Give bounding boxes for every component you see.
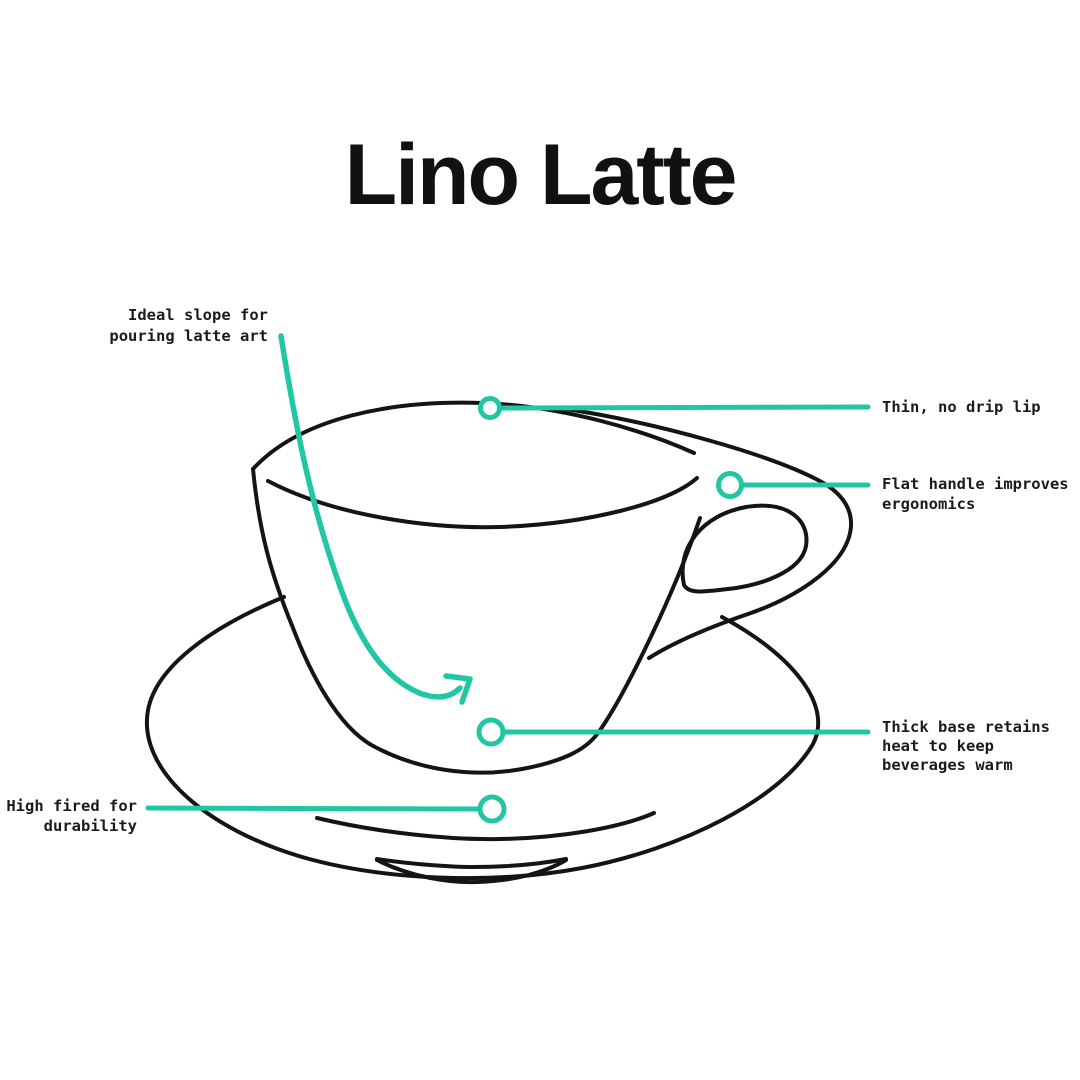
callout-label-base: Thick base retains heat to keep beverage… [882,718,1050,775]
saucer-foot-top [375,857,568,870]
callout-graphics [145,333,871,824]
cup-body-outline [251,467,702,775]
callout-label-line: Ideal slope for [128,306,268,324]
callout-line-fired [145,805,484,812]
cup-handle-outline [558,406,853,660]
callout-marker-handle [716,471,744,499]
slope-arrowhead [443,673,473,705]
callout-label-fired: High fired for durability [6,796,137,836]
callout-label-lip: Thin, no drip lip [882,397,1041,417]
callout-label-slope: Ideal slope for pouring latte art [109,305,268,347]
callout-label-handle: Flat handle improves ergonomics [882,474,1069,514]
cup-handle-hole [680,503,809,594]
page-title: Lino Latte [344,127,738,223]
callout-label-line: heat to keep [882,737,994,755]
callout-label-line: beverages warm [882,756,1013,774]
cup-line-art [144,400,853,885]
callout-label-line: Thick base retains [882,718,1050,736]
callout-marker-base [476,717,506,747]
saucer-inner-rim [315,811,656,842]
saucer-foot-bottom [375,858,568,885]
callout-label-line: pouring latte art [109,327,268,345]
cup-inner-rim [266,476,699,530]
callout-marker-lip [478,396,502,420]
callout-label-line: Flat handle improves [882,475,1069,493]
cup-rim-outline [251,400,696,471]
callout-label-line: ergonomics [882,495,976,513]
callout-line-lip [497,404,871,411]
callout-label-line: durability [43,817,137,835]
callout-label-line: High fired for [6,797,137,815]
callout-marker-fired [477,794,507,824]
callout-label-line: Thin, no drip lip [882,398,1041,416]
slope-curve [278,333,463,700]
